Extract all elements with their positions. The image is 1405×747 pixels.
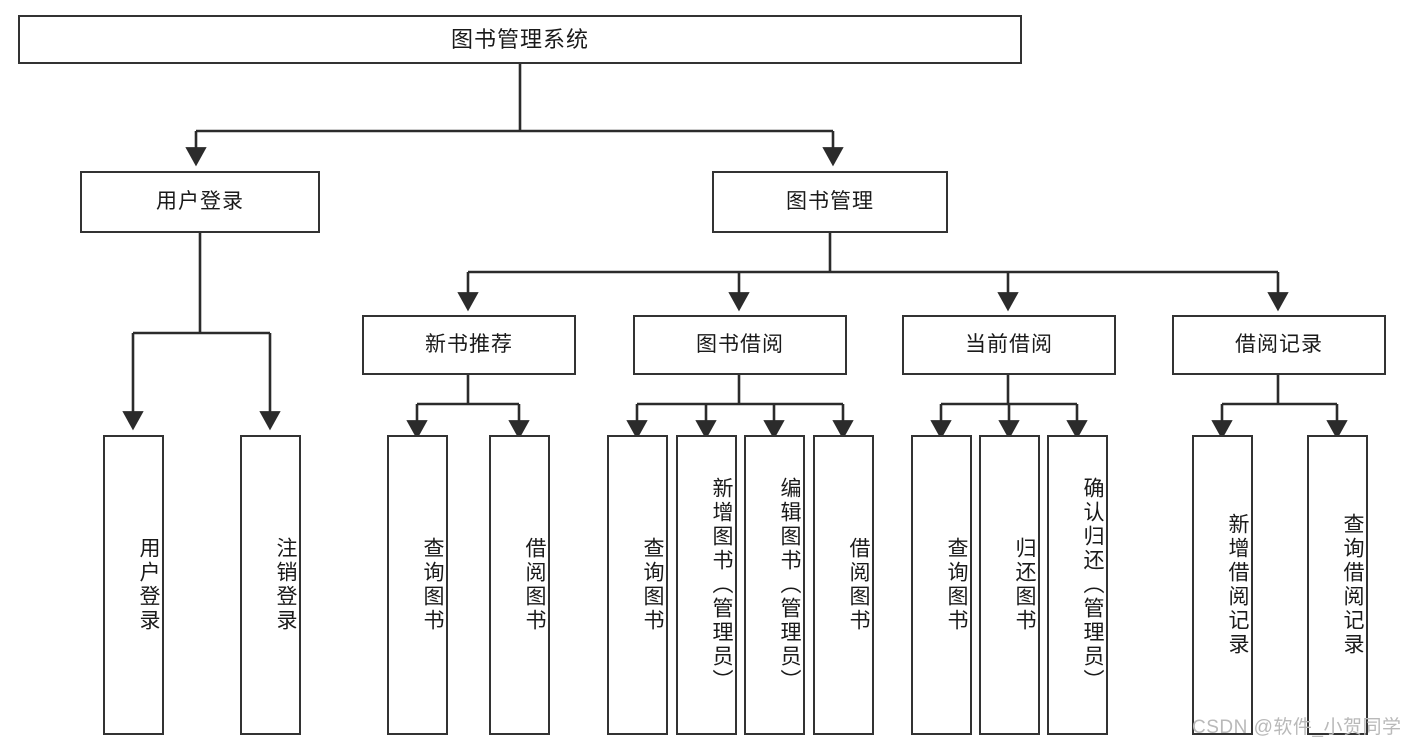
node-root[interactable]: 图书管理系统	[18, 15, 1022, 64]
node-leaf-add-book[interactable]: 新增图书（管理员）	[676, 435, 737, 735]
node-leaf-add-borrow-record-label: 新增借阅记录	[1226, 513, 1249, 657]
node-new-book-recommend-label: 新书推荐	[425, 332, 513, 356]
node-current-borrow[interactable]: 当前借阅	[902, 315, 1116, 375]
node-leaf-query-borrow-record-label: 查询借阅记录	[1341, 513, 1364, 657]
node-leaf-borrow-book-1-label: 借阅图书	[523, 537, 546, 633]
node-leaf-query-borrow-record[interactable]: 查询借阅记录	[1307, 435, 1368, 735]
node-book-borrow[interactable]: 图书借阅	[633, 315, 847, 375]
node-leaf-borrow-book-1[interactable]: 借阅图书	[489, 435, 550, 735]
node-leaf-confirm-return-label: 确认归还（管理员）	[1081, 477, 1104, 693]
node-user-login-label: 用户登录	[156, 189, 244, 213]
node-leaf-edit-book-label: 编辑图书（管理员）	[778, 477, 801, 693]
node-borrow-record[interactable]: 借阅记录	[1172, 315, 1386, 375]
node-current-borrow-label: 当前借阅	[965, 332, 1053, 356]
node-leaf-query-book-2[interactable]: 查询图书	[607, 435, 668, 735]
node-leaf-query-book-3-label: 查询图书	[945, 537, 968, 633]
node-leaf-add-book-label: 新增图书（管理员）	[710, 477, 733, 693]
node-book-manage-label: 图书管理	[786, 189, 874, 213]
node-leaf-logout-login-label: 注销登录	[274, 537, 297, 633]
node-leaf-query-book-3[interactable]: 查询图书	[911, 435, 972, 735]
node-leaf-user-login-label: 用户登录	[137, 537, 160, 633]
node-borrow-record-label: 借阅记录	[1235, 332, 1323, 356]
node-leaf-return-book[interactable]: 归还图书	[979, 435, 1040, 735]
node-leaf-user-login[interactable]: 用户登录	[103, 435, 164, 735]
node-leaf-confirm-return[interactable]: 确认归还（管理员）	[1047, 435, 1108, 735]
node-leaf-query-book-1-label: 查询图书	[421, 537, 444, 633]
node-leaf-logout-login[interactable]: 注销登录	[240, 435, 301, 735]
node-leaf-borrow-book-2[interactable]: 借阅图书	[813, 435, 874, 735]
node-book-borrow-label: 图书借阅	[696, 332, 784, 356]
csdn-watermark: CSDN @软件_小贺同学	[1192, 717, 1402, 738]
node-leaf-borrow-book-2-label: 借阅图书	[847, 537, 870, 633]
node-new-book-recommend[interactable]: 新书推荐	[362, 315, 576, 375]
node-leaf-query-book-2-label: 查询图书	[641, 537, 664, 633]
node-leaf-edit-book[interactable]: 编辑图书（管理员）	[744, 435, 805, 735]
node-user-login[interactable]: 用户登录	[80, 171, 320, 233]
node-leaf-add-borrow-record[interactable]: 新增借阅记录	[1192, 435, 1253, 735]
node-leaf-return-book-label: 归还图书	[1013, 537, 1036, 633]
node-leaf-query-book-1[interactable]: 查询图书	[387, 435, 448, 735]
node-root-label: 图书管理系统	[450, 26, 589, 52]
node-book-manage[interactable]: 图书管理	[712, 171, 948, 233]
